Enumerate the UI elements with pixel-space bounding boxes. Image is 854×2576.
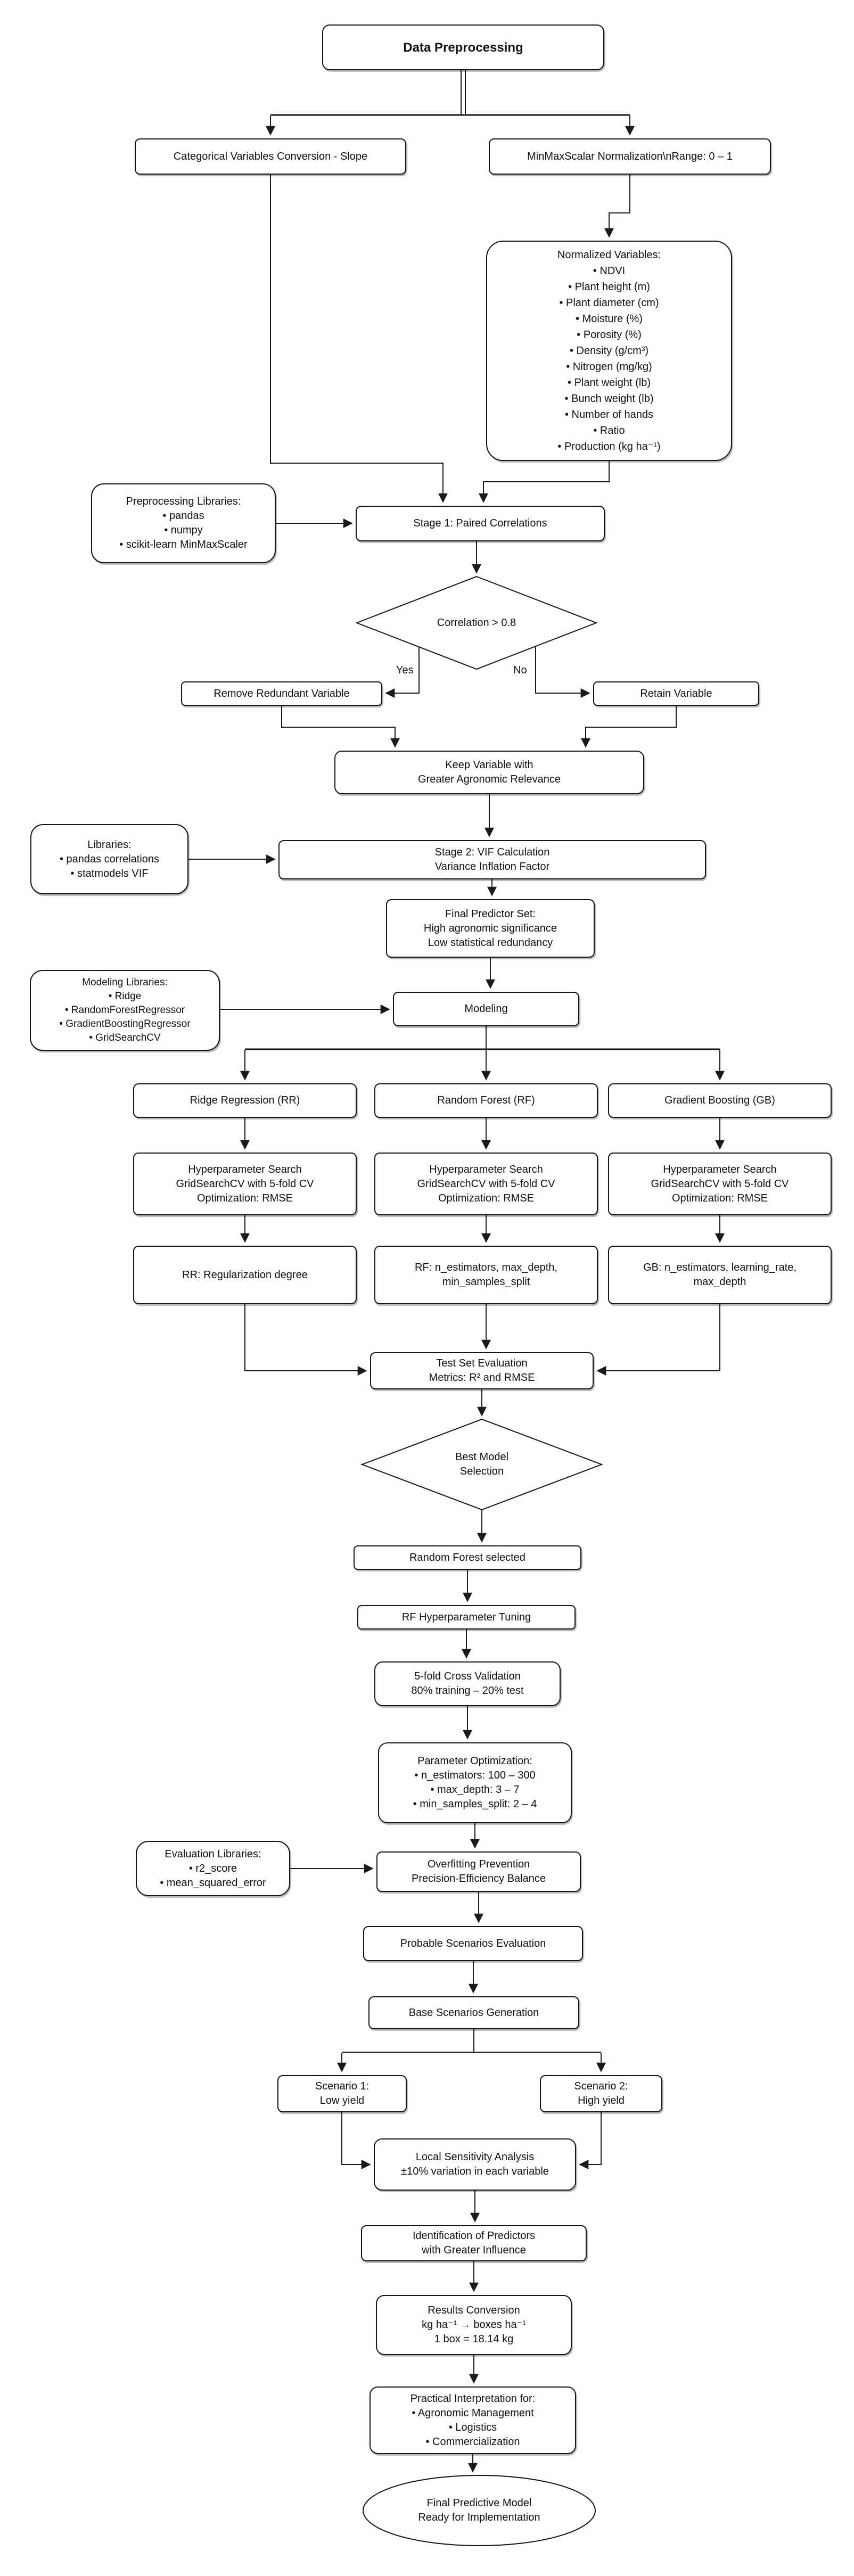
node-final-predictor-set: Final Predictor Set:High agronomic signi… <box>386 899 595 958</box>
node-modeling: Modeling <box>393 992 579 1026</box>
node-params-rr: RR: Regularization degree <box>133 1246 357 1304</box>
node-random-forest: Random Forest (RF) <box>374 1083 598 1118</box>
node-params-gb: GB: n_estimators, learning_rate,max_dept… <box>608 1246 832 1304</box>
node-rf-hyperparameter-tuning: RF Hyperparameter Tuning <box>357 1605 576 1629</box>
branch-label-no: No <box>512 664 528 677</box>
correlation-decision-label: Correlation > 0.8 <box>437 616 516 629</box>
branch-label-yes: Yes <box>395 664 415 677</box>
node-vif-libraries: Libraries:• pandas correlations• statmod… <box>30 824 188 894</box>
node-ridge-regression: Ridge Regression (RR) <box>133 1083 357 1118</box>
node-probable-scenarios-evaluation: Probable Scenarios Evaluation <box>363 1926 583 1961</box>
node-base-scenarios-generation: Base Scenarios Generation <box>368 1996 579 2029</box>
node-scenario2-high-yield: Scenario 2:High yield <box>540 2075 662 2112</box>
node-random-forest-selected: Random Forest selected <box>354 1545 581 1570</box>
best-model-decision-diamond <box>360 1418 603 1511</box>
node-normalized-variables: Normalized Variables:• NDVI• Plant heigh… <box>486 241 732 461</box>
final-model-ellipse <box>363 2475 596 2546</box>
node-retain-variable: Retain Variable <box>593 681 759 706</box>
node-minmax-normalization: MinMaxScalar Normalization\nRange: 0 – 1 <box>489 138 771 175</box>
node-categorical-conversion: Categorical Variables Conversion - Slope <box>135 138 406 175</box>
node-remove-redundant-variable: Remove Redundant Variable <box>181 681 382 706</box>
node-stage1-paired-correlations: Stage 1: Paired Correlations <box>356 506 605 541</box>
node-modeling-libraries: Modeling Libraries:• Ridge• RandomForest… <box>30 970 220 1051</box>
node-practical-interpretation: Practical Interpretation for:• Agronomic… <box>369 2386 576 2454</box>
node-scenario1-low-yield: Scenario 1:Low yield <box>277 2075 407 2112</box>
node-preprocessing-libraries: Preprocessing Libraries:• pandas• numpy•… <box>91 483 276 563</box>
node-params-rf: RF: n_estimators, max_depth,min_samples_… <box>374 1246 598 1304</box>
node-local-sensitivity-analysis: Local Sensitivity Analysis±10% variation… <box>374 2138 576 2191</box>
node-evaluation-libraries: Evaluation Libraries:• r2_score• mean_sq… <box>136 1841 290 1896</box>
correlation-decision-diamond <box>355 575 598 670</box>
node-parameter-optimization: Parameter Optimization:• n_estimators: 1… <box>378 1742 572 1823</box>
node-gradient-boosting: Gradient Boosting (GB) <box>608 1083 832 1118</box>
node-data-preprocessing: Data Preprocessing <box>322 24 604 70</box>
